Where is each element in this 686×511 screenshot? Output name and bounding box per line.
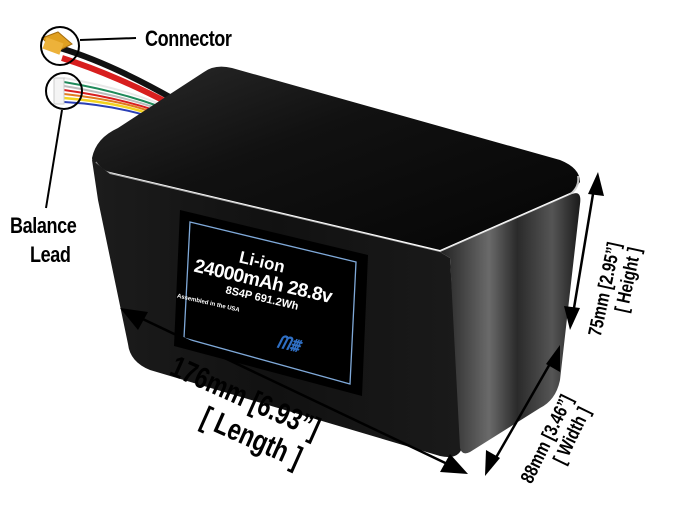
balance-label-line1: Balance (10, 213, 77, 238)
width-arrow (485, 345, 560, 476)
battery-side-face (440, 193, 581, 454)
balance-plug-icon (53, 77, 65, 105)
xt-connector-icon (41, 31, 73, 55)
product-label (174, 210, 368, 396)
height-arrow (564, 172, 604, 330)
connector-callout-circle (40, 26, 80, 66)
length-arrow (120, 308, 468, 474)
connector-leader-line (79, 37, 137, 41)
connector-label: Connector (145, 26, 232, 51)
balance-leader-line (45, 109, 63, 209)
battery-top-face (92, 66, 580, 251)
balance-callout-circle (45, 72, 83, 110)
balance-label-line2: Lead (30, 242, 71, 267)
wire-bundle (59, 45, 177, 117)
ma-logo-icon: ᗰ⩩ (275, 331, 302, 356)
